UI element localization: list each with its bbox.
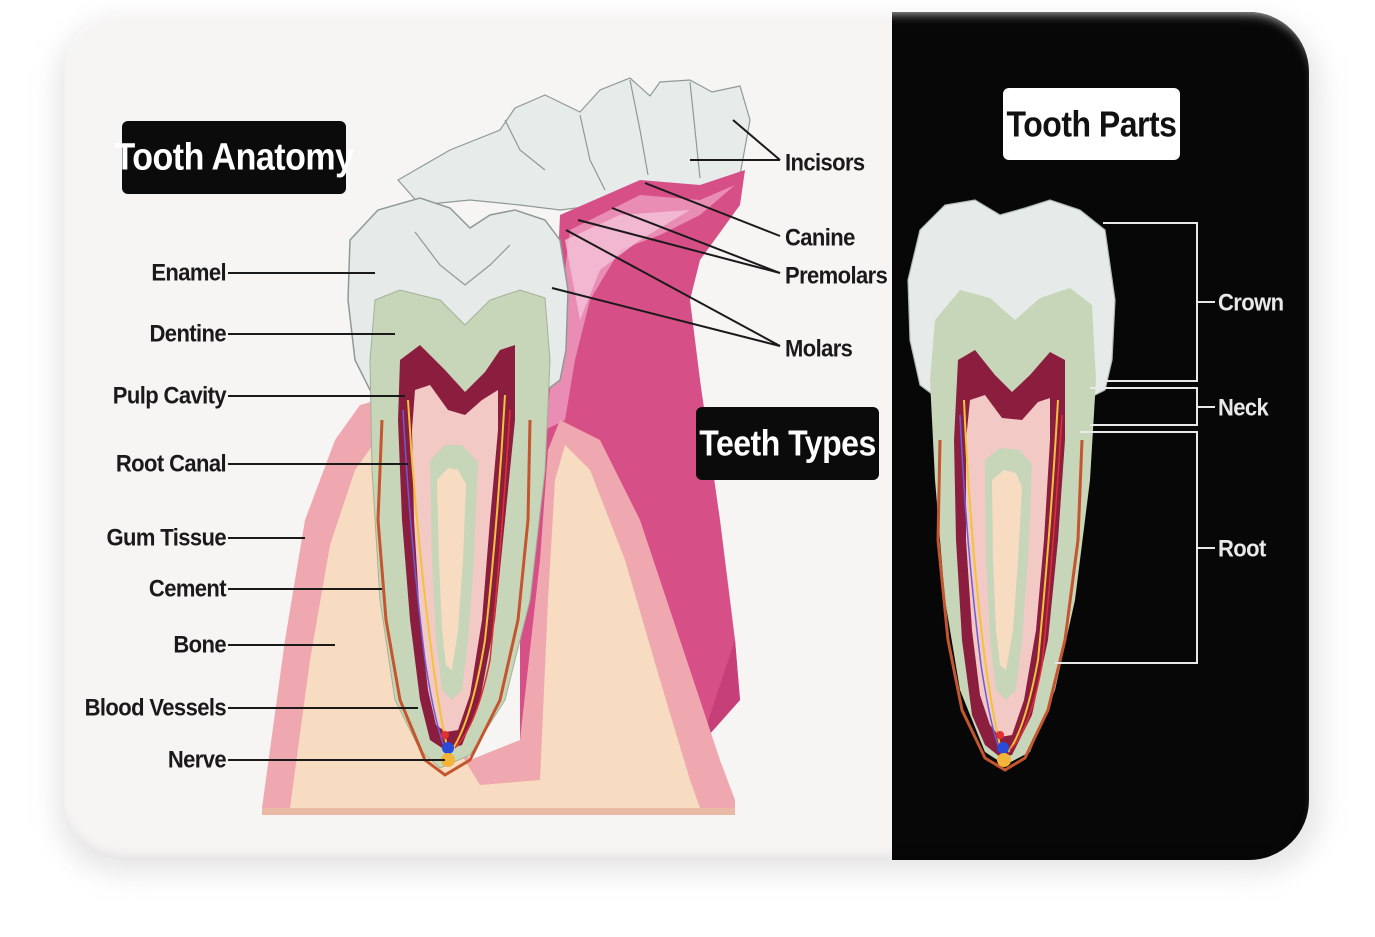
blood-vessel-dot <box>442 742 454 754</box>
artery-dot <box>441 731 449 739</box>
tooth-parts-title: Tooth Parts <box>1003 88 1180 160</box>
label-crown: Crown <box>1218 289 1283 318</box>
label-root: Root <box>1218 535 1266 564</box>
label-gum-tissue: Gum Tissue <box>106 524 226 553</box>
label-molars: Molars <box>785 335 852 364</box>
label-cement: Cement <box>149 575 226 604</box>
label-pulp-cavity: Pulp Cavity <box>113 382 226 411</box>
label-enamel: Enamel <box>151 259 226 288</box>
teeth-types-title: Teeth Types <box>696 407 879 480</box>
label-incisors: Incisors <box>785 149 865 178</box>
label-canine: Canine <box>785 224 855 253</box>
label-bone: Bone <box>173 631 226 660</box>
tooth-parts-illustration <box>908 200 1215 770</box>
label-blood-vessels: Blood Vessels <box>85 694 226 723</box>
label-dentine: Dentine <box>150 320 226 349</box>
tooth-anatomy-title: Tooth Anatomy <box>122 121 346 194</box>
label-nerve: Nerve <box>168 746 226 775</box>
label-root-canal: Root Canal <box>116 450 226 479</box>
label-neck: Neck <box>1218 394 1268 423</box>
label-premolars: Premolars <box>785 262 887 291</box>
